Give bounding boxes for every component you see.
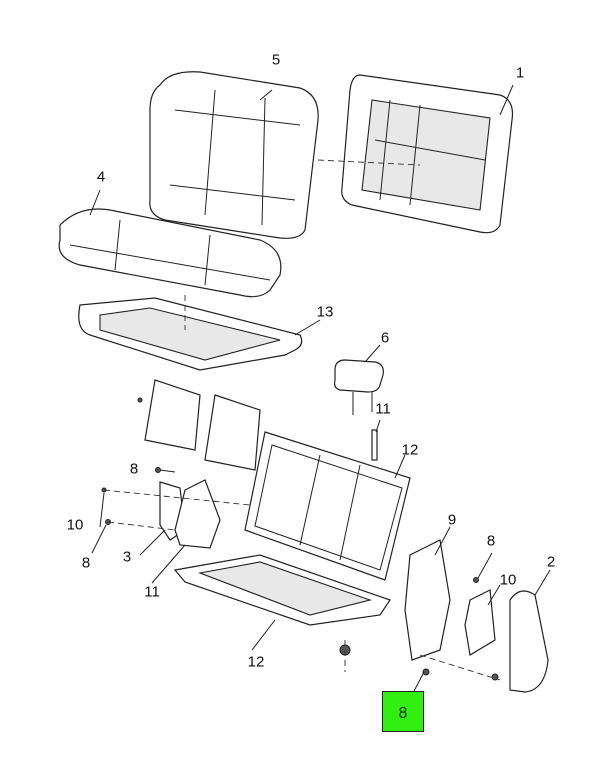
callout-8-top[interactable]: 8 [129, 460, 139, 478]
callout-8-left[interactable]: 8 [81, 554, 91, 572]
part-5-seatback-cushion[interactable] [149, 71, 319, 239]
callout-5[interactable]: 5 [271, 51, 281, 69]
callout-15[interactable]: 13 [316, 303, 334, 321]
callout-8-right[interactable]: 8 [486, 532, 496, 550]
part-9-latch[interactable] [404, 539, 451, 661]
callout-11[interactable]: 11 [375, 400, 391, 418]
leader-lines [89, 84, 551, 713]
part-4-seat-cushion[interactable] [58, 208, 282, 298]
latch-covers[interactable] [144, 379, 261, 471]
callout-10-left[interactable]: 10 [66, 516, 84, 534]
callout-3[interactable]: 3 [122, 548, 132, 566]
callout-2[interactable]: 2 [546, 553, 556, 571]
part-13-hinge[interactable] [174, 479, 221, 549]
part-12-seat-pan[interactable] [173, 554, 391, 626]
part-10-bracket[interactable] [464, 589, 496, 656]
highlighted-callout-label: 8 [398, 705, 408, 722]
callout-14[interactable]: 12 [401, 441, 419, 459]
highlighted-callout-8[interactable]: 8 [382, 691, 424, 732]
callout-9[interactable]: 9 [447, 511, 457, 529]
callout-13[interactable]: 11 [144, 583, 160, 601]
callout-1[interactable]: 1 [515, 64, 525, 82]
callout-4[interactable]: 4 [96, 168, 106, 186]
part-14-seat-frame[interactable] [244, 431, 411, 581]
part-15-cushion-frame[interactable] [78, 297, 303, 371]
callout-6[interactable]: 6 [380, 329, 390, 347]
callout-10-right[interactable]: 10 [499, 571, 517, 589]
part-11-guide[interactable] [371, 429, 378, 461]
callout-12[interactable]: 12 [247, 653, 265, 671]
part-6-headrest[interactable] [333, 359, 384, 415]
part-2-side-cover[interactable] [509, 590, 549, 693]
part-1-seatback-frame[interactable] [341, 74, 514, 234]
